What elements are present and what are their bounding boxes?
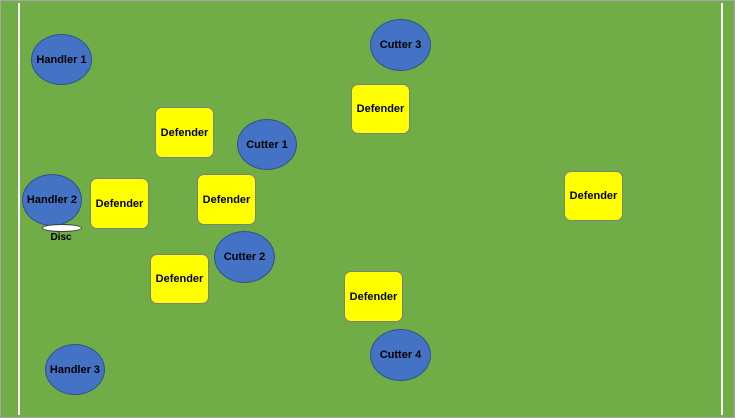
defender-2[interactable]: Defender	[351, 84, 410, 134]
cutter-1[interactable]: Cutter 1	[237, 119, 297, 170]
handler-2[interactable]: Handler 2	[22, 174, 82, 226]
defender-6[interactable]: Defender	[344, 271, 403, 322]
defender-5[interactable]: Defender	[150, 254, 209, 304]
defender-4[interactable]: Defender	[197, 174, 256, 225]
cutter-4[interactable]: Cutter 4	[370, 329, 431, 381]
handler-1[interactable]: Handler 1	[31, 34, 92, 85]
cutter-2[interactable]: Cutter 2	[214, 231, 275, 283]
defender-3[interactable]: Defender	[90, 178, 149, 229]
disc-label: Disc	[50, 232, 72, 243]
defender-1[interactable]: Defender	[155, 107, 214, 158]
sideline-right	[721, 3, 723, 415]
handler-3[interactable]: Handler 3	[45, 344, 105, 395]
disc-icon[interactable]	[42, 224, 82, 232]
sideline-left	[18, 3, 20, 415]
defender-7[interactable]: Defender	[564, 171, 623, 221]
cutter-3[interactable]: Cutter 3	[370, 19, 431, 71]
